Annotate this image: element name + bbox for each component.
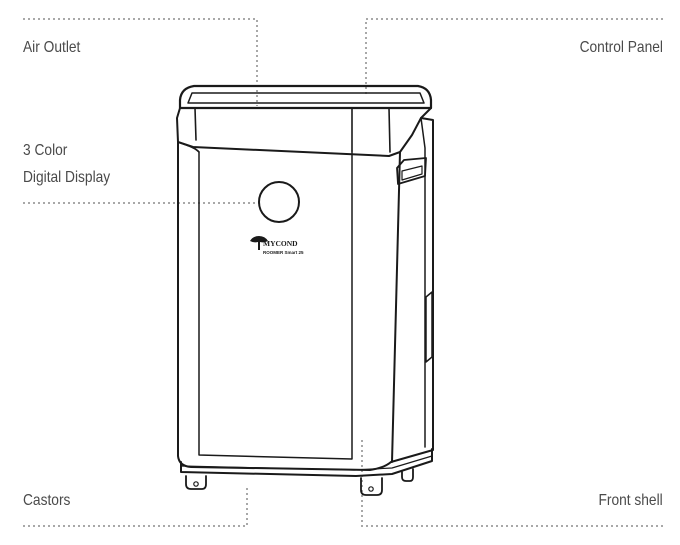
castor-front-right-hub — [368, 486, 374, 492]
top-band-edge — [194, 107, 353, 152]
dehumidifier-outline — [176, 84, 434, 496]
side-panel-edge — [420, 117, 426, 448]
leader-castors — [23, 488, 248, 527]
castors — [185, 468, 414, 496]
callout-label-display-line2: Digital Display — [23, 169, 111, 186]
side-handle-inner — [401, 165, 423, 181]
leader-front-shell — [361, 437, 663, 527]
digital-display-ring — [258, 181, 300, 223]
top-housing — [176, 107, 432, 157]
callout-label-front-shell: Front shell — [598, 492, 663, 509]
callout-label-castors: Castors — [23, 492, 71, 509]
castor-front-left — [185, 475, 207, 490]
callout-label-display-line1: 3 Color — [23, 142, 68, 159]
leader-control-panel — [365, 18, 663, 96]
model-name: ROOMER Smart 25 — [263, 250, 304, 255]
callout-label-control-panel: Control Panel — [579, 39, 663, 56]
air-outlet-grille — [187, 92, 425, 104]
mycond-logo: MYCOND ROOMER Smart 25 — [250, 236, 304, 255]
top-right-bevel — [388, 107, 391, 153]
leader-air-outlet — [23, 18, 258, 106]
tank-slot — [425, 291, 433, 363]
castor-front-right — [360, 477, 383, 496]
main-body — [177, 117, 434, 471]
castor-front-left-hub — [193, 481, 199, 487]
leader-lines — [23, 18, 663, 527]
side-handle — [396, 157, 427, 185]
callout-label-air-outlet: Air Outlet — [23, 39, 81, 56]
brand-name: MYCOND — [263, 239, 298, 248]
top-frame — [178, 84, 433, 110]
base — [180, 448, 433, 477]
base-inner — [180, 455, 433, 471]
tree-logo-icon — [250, 236, 268, 250]
callout-label-digital-display: 3 Color Digital Display — [23, 137, 110, 191]
front-panel — [192, 146, 353, 460]
castor-rear-right — [401, 468, 414, 482]
front-panel-left-curve — [177, 141, 200, 153]
